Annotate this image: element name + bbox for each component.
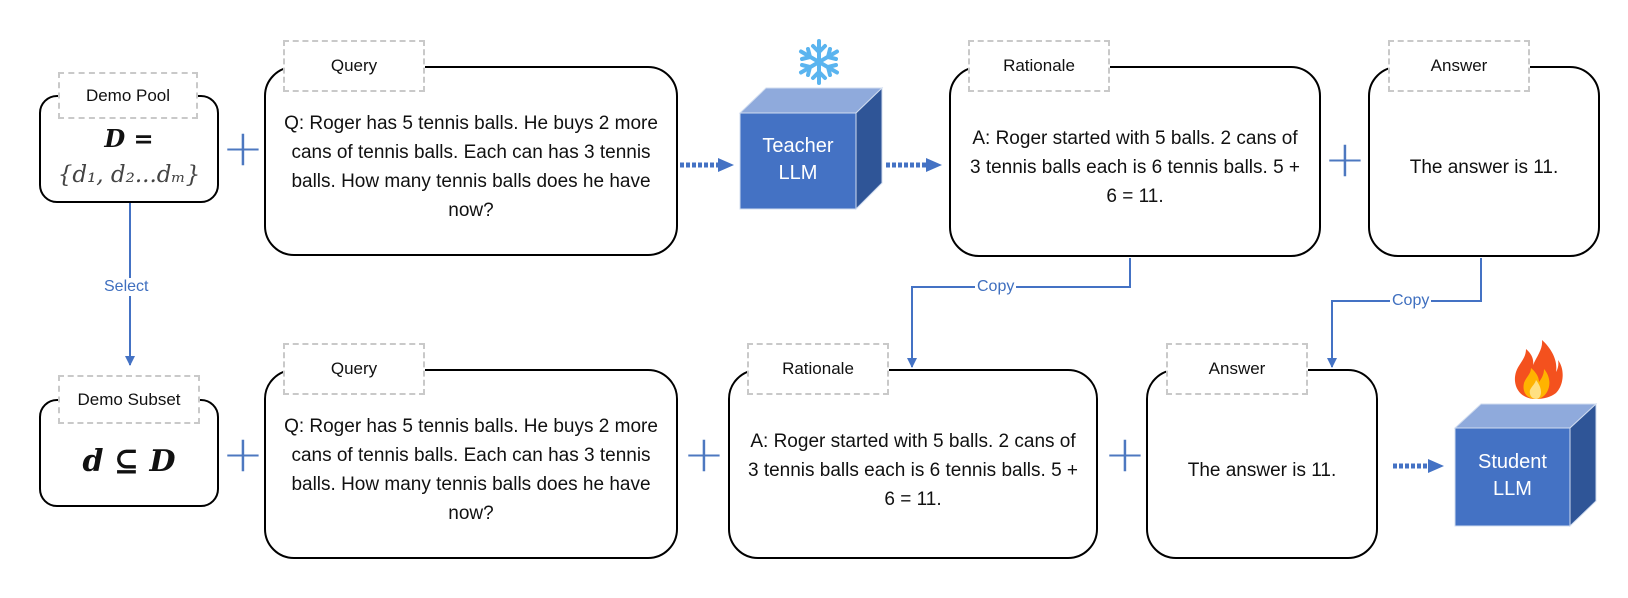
- bottom-rationale-text: A: Roger started with 5 balls. 2 cans of…: [747, 430, 1079, 510]
- bottom-query-box: Q: Roger has 5 tennis balls. He buys 2 m…: [264, 369, 678, 559]
- teacher-llm-line1: Teacher: [762, 135, 834, 157]
- answer-to-student-arrow: [1393, 459, 1444, 473]
- fire-icon: [1514, 340, 1563, 399]
- demo-pool-set-symbol: D =: [104, 124, 154, 153]
- plus-icon: +: [1104, 425, 1146, 483]
- teacher-llm-label: Teacher LLM: [740, 133, 856, 187]
- top-query-text: Q: Roger has 5 tennis balls. He buys 2 m…: [284, 113, 658, 221]
- student-llm-line1: Student: [1478, 451, 1547, 473]
- copy-answer-label: Copy: [1390, 292, 1432, 310]
- teacher-llm-line2: LLM: [778, 162, 818, 184]
- demo-subset-formula: d ⊆ D: [82, 443, 176, 479]
- top-answer-text: The answer is 11.: [1409, 157, 1559, 178]
- student-llm-line2: LLM: [1493, 478, 1532, 500]
- teacher-llm-cube: [738, 86, 884, 211]
- plus-icon: +: [222, 425, 264, 483]
- top-query-box: Q: Roger has 5 tennis balls. He buys 2 m…: [264, 66, 678, 256]
- bottom-answer-label: Answer: [1166, 343, 1308, 395]
- select-label: Select: [102, 278, 151, 296]
- bottom-answer-box: The answer is 11.: [1146, 369, 1378, 559]
- copy-answer-connector: [1327, 258, 1482, 368]
- top-answer-label: Answer: [1388, 40, 1530, 92]
- copy-rationale-connector: [907, 258, 1131, 368]
- bottom-rationale-label: Rationale: [747, 343, 889, 395]
- snowflake-icon: [799, 39, 839, 85]
- student-llm-label: Student LLM: [1455, 449, 1570, 503]
- plus-icon: +: [683, 425, 725, 483]
- top-rationale-text: A: Roger started with 5 balls. 2 cans of…: [969, 128, 1301, 207]
- demo-pool-label: Demo Pool: [58, 72, 198, 119]
- top-query-label: Query: [283, 40, 425, 92]
- top-rationale-box: A: Roger started with 5 balls. 2 cans of…: [949, 66, 1321, 257]
- bottom-answer-text: The answer is 11.: [1187, 459, 1337, 481]
- plus-icon: +: [222, 119, 264, 177]
- top-answer-box: The answer is 11.: [1368, 66, 1600, 257]
- bottom-query-text: Q: Roger has 5 tennis balls. He buys 2 m…: [284, 416, 658, 524]
- top-rationale-label: Rationale: [968, 40, 1110, 92]
- student-llm-cube: [1453, 402, 1598, 528]
- demo-subset-label: Demo Subset: [58, 375, 200, 424]
- plus-icon: +: [1324, 130, 1366, 188]
- bottom-query-label: Query: [283, 343, 425, 395]
- query-to-teacher-arrow: [680, 158, 734, 172]
- teacher-to-rationale-arrow: [886, 158, 942, 172]
- bottom-rationale-box: A: Roger started with 5 balls. 2 cans of…: [728, 369, 1098, 559]
- copy-rationale-label: Copy: [975, 278, 1017, 296]
- demo-pool-set-elements: {d₁, d₂...dₘ}: [57, 162, 201, 188]
